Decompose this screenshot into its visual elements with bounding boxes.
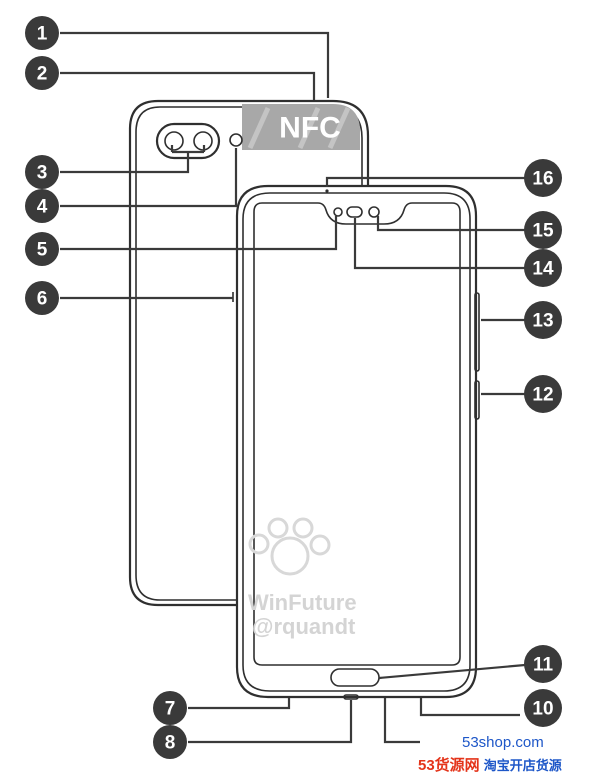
callout-3: 3	[25, 155, 59, 189]
callout-6: 6	[25, 281, 59, 315]
site-logo-right-text: 淘宝开店货源	[483, 758, 562, 773]
display-screen	[253, 202, 461, 666]
svg-text:5: 5	[37, 240, 48, 261]
svg-text:13: 13	[532, 311, 553, 332]
power-button	[474, 380, 480, 420]
volume-button	[474, 292, 480, 372]
front-camera	[368, 206, 380, 218]
callout-12: 12	[524, 375, 562, 413]
svg-text:8: 8	[165, 733, 176, 754]
phone-front-bezel	[242, 192, 471, 692]
callout-5: 5	[25, 232, 59, 266]
callout-10: 10	[524, 689, 562, 727]
callout-11: 11	[524, 645, 562, 683]
callout-13: 13	[524, 301, 562, 339]
paw-logo	[248, 517, 331, 576]
watermark-line-2: @rquandt	[252, 614, 356, 639]
svg-text:16: 16	[532, 169, 553, 190]
svg-text:15: 15	[532, 221, 554, 242]
ambient-light-sensor	[333, 207, 343, 217]
nfc-label: NFC	[279, 112, 341, 145]
callout-16: 16	[524, 159, 562, 197]
callout-14: 14	[524, 249, 562, 287]
nfc-panel	[242, 104, 360, 150]
site-logo-left-text: 53货源网	[418, 757, 480, 774]
svg-text:10: 10	[532, 699, 553, 720]
svg-text:3: 3	[37, 163, 48, 184]
usb-port	[343, 694, 359, 700]
callout-1: 1	[25, 16, 59, 50]
phone-front	[232, 184, 480, 700]
callout-4: 4	[25, 189, 59, 223]
leader-lines	[60, 31, 526, 744]
status-indicator	[325, 189, 329, 193]
callout-7: 7	[153, 691, 187, 725]
svg-text:6: 6	[37, 289, 48, 310]
svg-text:12: 12	[532, 385, 553, 406]
phone-front-body	[235, 184, 478, 699]
flash	[229, 133, 243, 147]
callout-15: 15	[524, 211, 562, 249]
svg-text:2: 2	[37, 64, 48, 85]
callout-2: 2	[25, 56, 59, 90]
svg-text:1: 1	[37, 24, 48, 45]
watermark-line-1: WinFuture	[248, 590, 357, 615]
camera-lens-left	[164, 131, 184, 151]
svg-text:4: 4	[37, 197, 48, 218]
earpiece-speaker	[346, 206, 363, 218]
callout-8: 8	[153, 725, 187, 759]
site-logo: 53货源网淘宝开店货源	[418, 754, 562, 775]
svg-text:7: 7	[165, 699, 176, 720]
nfc-panel-stripes	[247, 106, 351, 150]
site-logo-domain: 53shop.com	[462, 734, 544, 751]
watermark: WinFuture @rquandt	[248, 517, 357, 639]
svg-text:11: 11	[533, 655, 554, 676]
svg-text:14: 14	[532, 259, 554, 280]
